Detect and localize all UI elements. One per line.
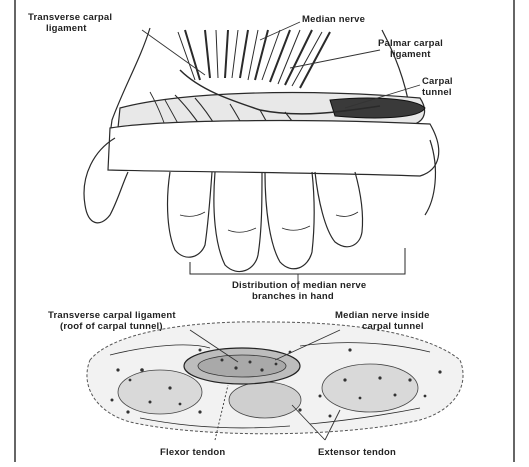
label-palmar-carpal-ligament-2: ligament	[390, 49, 431, 60]
label-median-nerve-inside-2: carpal tunnel	[362, 321, 424, 332]
wrist-cross-section	[87, 322, 463, 434]
label-median-nerve-inside-1: Median nerve inside	[335, 310, 430, 321]
label-distribution-median-nerve-1: Distribution of median nerve	[232, 280, 366, 291]
label-distribution-median-nerve-2: branches in hand	[252, 291, 334, 302]
label-transverse-ligament-roof-1: Transverse carpal ligament	[48, 310, 176, 321]
label-transverse-carpal-ligament-1: Transverse carpal	[28, 12, 112, 23]
label-carpal-tunnel-2: tunnel	[422, 87, 452, 98]
label-carpal-tunnel-1: Carpal	[422, 76, 453, 87]
label-median-nerve: Median nerve	[302, 14, 365, 25]
label-flexor-tendon: Flexor tendon	[160, 447, 225, 458]
label-extensor-tendon: Extensor tendon	[318, 447, 396, 458]
label-transverse-ligament-roof-2: (roof of carpal tunnel)	[60, 321, 163, 332]
hand-illustration	[84, 28, 439, 274]
label-palmar-carpal-ligament-1: Palmar carpal	[378, 38, 443, 49]
label-transverse-carpal-ligament-2: ligament	[46, 23, 87, 34]
